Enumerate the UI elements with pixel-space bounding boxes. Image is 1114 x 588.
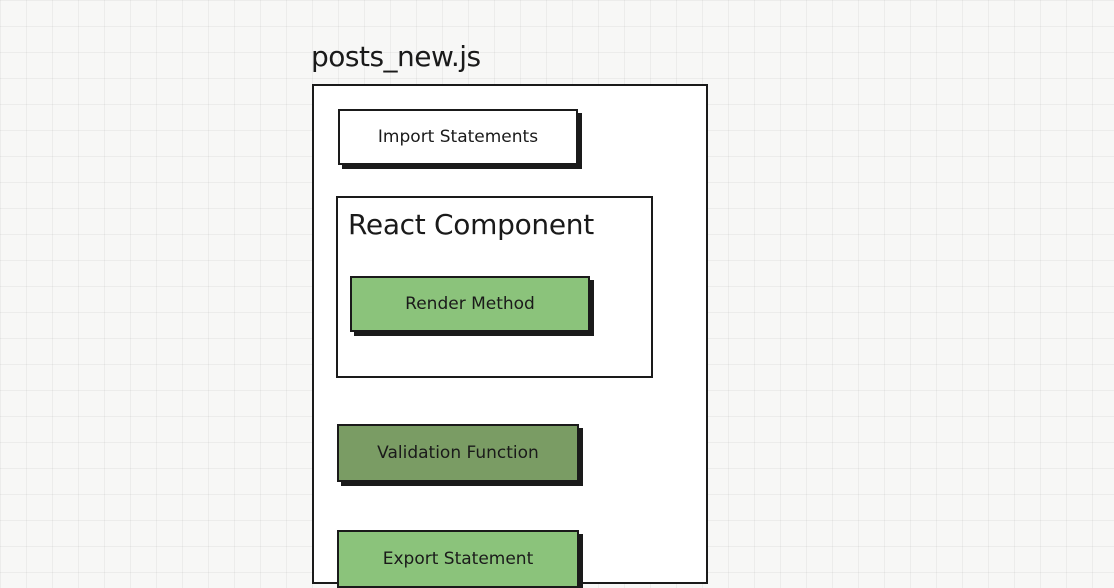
import-statements-block: Import Statements — [338, 109, 578, 165]
file-title: posts_new.js — [311, 40, 481, 73]
diagram-canvas: posts_new.js Import Statements React Com… — [311, 40, 708, 588]
validation-function-block: Validation Function — [337, 424, 579, 482]
render-method-block: Render Method — [350, 276, 590, 332]
export-statement-block: Export Statement — [337, 530, 579, 588]
react-component-title: React Component — [348, 208, 594, 241]
